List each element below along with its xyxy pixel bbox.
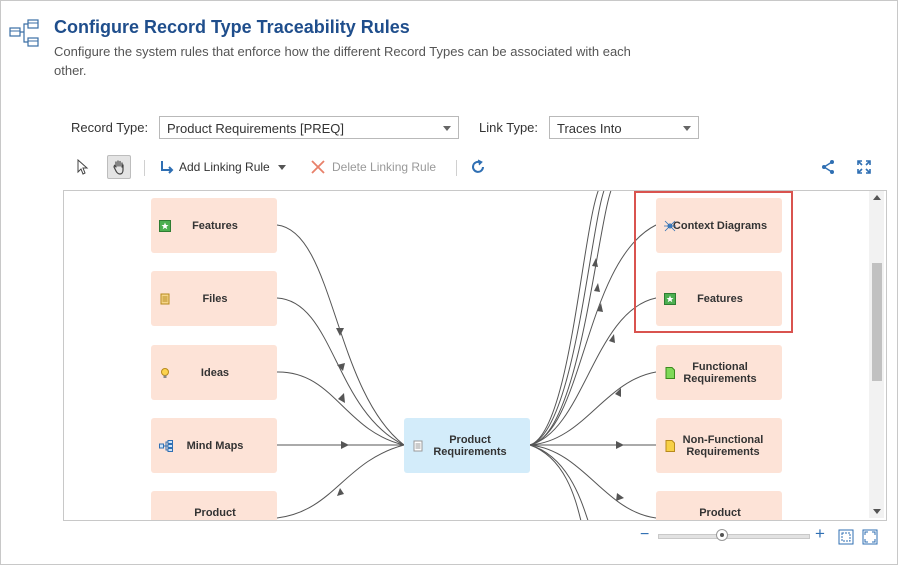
node-label: Mind Maps [186,439,244,452]
scroll-up-icon[interactable] [873,195,881,200]
record-type-select[interactable]: Product Requirements [PREQ] [159,116,459,139]
fit-screen-icon[interactable] [862,527,878,547]
link-type-select[interactable]: Traces Into [549,116,699,139]
share-icon [822,160,834,174]
delete-linking-rule-label: Delete Linking Rule [332,160,437,174]
record-type-value: Product Requirements [PREQ] [167,121,345,136]
mindmap-icon [159,439,173,452]
delete-icon [311,160,325,174]
add-link-icon [161,161,174,174]
right-node-non-functional-requirements[interactable]: Non-Functional Requirements [656,418,782,473]
page-description: Configure the system rules that enforce … [54,44,631,78]
node-label: Non-Functional Requirements [682,433,764,458]
left-node-features[interactable]: Features [151,198,277,253]
hand-icon [113,160,124,175]
refresh-button[interactable] [469,155,487,179]
toolbar-separator [456,160,457,176]
node-label: Features [192,219,238,232]
add-linking-rule-label: Add Linking Rule [179,160,270,174]
scroll-down-icon[interactable] [873,509,881,514]
nonfunctional-req-icon [665,439,675,452]
left-node-mind-maps[interactable]: Mind Maps [151,418,277,473]
diagram-canvas[interactable]: Features Files Ideas Mind Maps Product P… [63,190,887,521]
vertical-scrollbar[interactable] [869,191,884,518]
link-type-value: Traces Into [557,121,622,136]
right-node-context-diagrams[interactable]: Context Diagrams [656,198,782,253]
idea-icon [161,367,169,378]
node-label: Features [697,292,743,305]
left-node-ideas[interactable]: Ideas [151,345,277,400]
link-type-label: Link Type: [479,120,539,135]
node-label: Product Requirements [433,433,507,458]
chevron-down-icon [443,126,451,131]
node-label: Files [202,292,228,305]
pointer-tool-button[interactable] [76,155,96,179]
zoom-slider-track[interactable] [658,529,810,541]
fit-page-icon[interactable] [838,527,854,547]
traceability-rules-icon [9,19,39,47]
node-label: Functional Requirements [683,360,757,385]
pan-tool-button[interactable] [107,155,131,179]
share-button[interactable] [820,155,836,179]
left-node-files[interactable]: Files [151,271,277,326]
right-node-features[interactable]: Features [656,271,782,326]
node-label: Product [194,507,236,519]
expand-icon [857,160,871,174]
node-label: Ideas [200,366,230,379]
right-node-product[interactable]: Product [656,491,782,520]
connector-lines [276,191,657,520]
scrollbar-thumb[interactable] [872,263,882,381]
page-title: Configure Record Type Traceability Rules [54,17,410,37]
zoom-out-button[interactable]: − [640,526,650,543]
node-label: Product [699,507,741,519]
left-node-product[interactable]: Product [151,491,277,520]
zoom-in-button[interactable]: + [815,524,825,543]
chevron-down-icon[interactable] [277,164,286,170]
add-linking-rule-button[interactable]: Add Linking Rule [159,155,286,179]
highlight-box [634,191,793,333]
node-label: Context Diagrams [672,219,768,232]
document-icon [413,440,423,451]
refresh-icon [472,159,484,173]
file-icon [160,293,170,304]
fullscreen-button[interactable] [856,155,872,179]
toolbar-separator [144,160,145,176]
pointer-icon [77,159,89,175]
functional-req-icon [665,366,675,379]
right-node-functional-requirements[interactable]: Functional Requirements [656,345,782,400]
center-node-product-requirements[interactable]: Product Requirements [404,418,530,473]
context-diagram-icon [664,220,676,231]
feature-icon [664,292,676,305]
chevron-down-icon [683,126,691,131]
zoom-slider-handle[interactable] [716,529,728,541]
delete-linking-rule-button[interactable]: Delete Linking Rule [310,155,436,179]
record-type-label: Record Type: [71,120,149,135]
feature-icon [159,219,171,232]
